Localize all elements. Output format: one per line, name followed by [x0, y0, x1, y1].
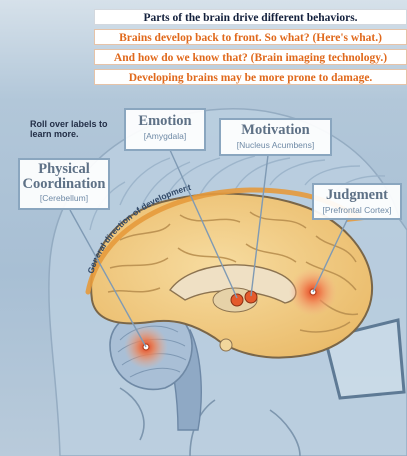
- label-physical-coordination-name-2: Coordination: [20, 177, 108, 192]
- label-physical-coordination-name-1: Physical: [20, 162, 108, 177]
- label-motivation-structure: [Nucleus Acumbens]: [221, 140, 330, 150]
- hotspot-amygdala[interactable]: [231, 294, 243, 306]
- label-judgment-structure: [Prefrontal Cortex]: [314, 205, 400, 215]
- tab-brain-parts[interactable]: Parts of the brain drive different behav…: [94, 9, 407, 25]
- rollover-hint: Roll over labels to learn more.: [30, 119, 110, 139]
- label-emotion-structure: [Amygdala]: [126, 131, 204, 141]
- label-emotion[interactable]: Emotion [Amygdala]: [124, 108, 206, 151]
- label-judgment-name: Judgment: [314, 188, 400, 203]
- tab-prone-to-damage[interactable]: Developing brains may be more prone to d…: [94, 69, 407, 85]
- tab-back-to-front[interactable]: Brains develop back to front. So what? (…: [94, 29, 407, 45]
- label-motivation[interactable]: Motivation [Nucleus Acumbens]: [219, 118, 332, 156]
- label-judgment[interactable]: Judgment [Prefrontal Cortex]: [312, 183, 402, 220]
- tab-brain-imaging[interactable]: And how do we know that? (Brain imaging …: [94, 49, 407, 65]
- label-physical-coordination[interactable]: Physical Coordination [Cerebellum]: [18, 158, 110, 210]
- label-physical-coordination-structure: [Cerebellum]: [20, 193, 108, 203]
- label-motivation-name: Motivation: [221, 123, 330, 138]
- label-emotion-name: Emotion: [126, 114, 204, 129]
